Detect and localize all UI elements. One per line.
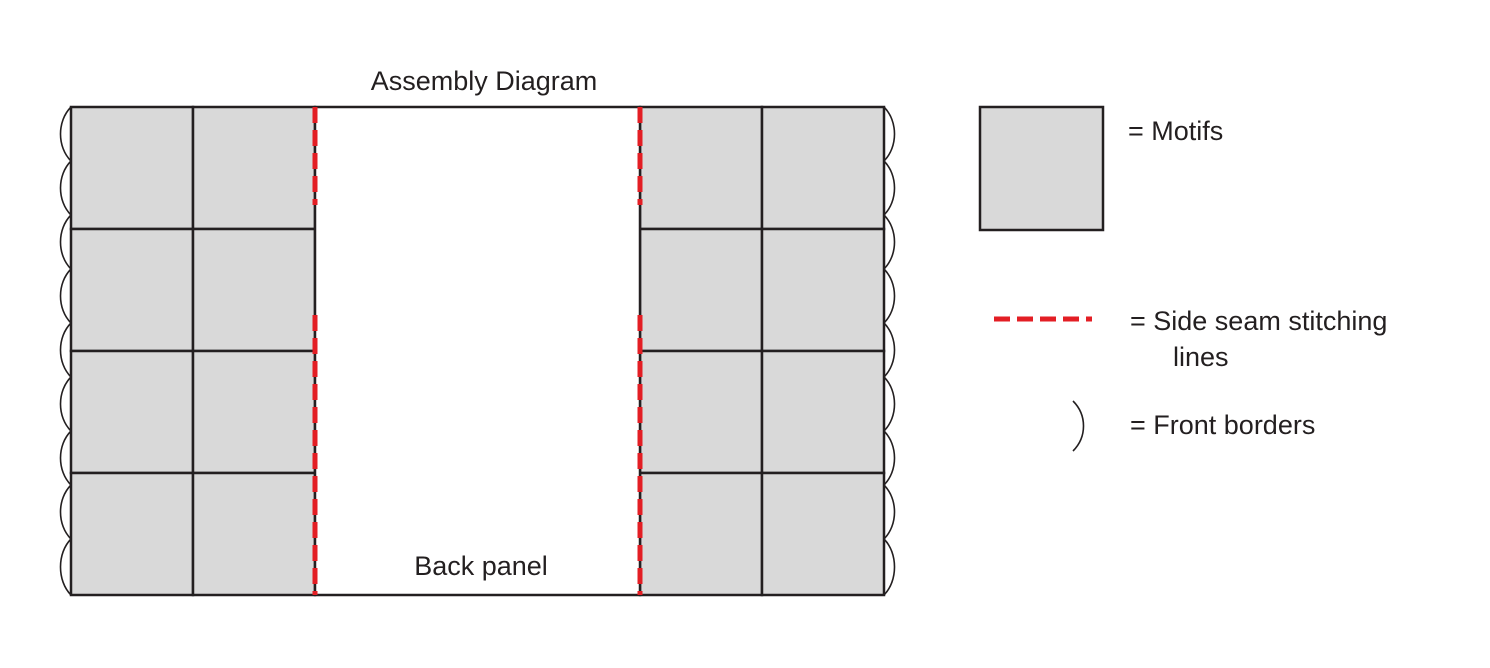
motif	[638, 349, 764, 475]
motif	[69, 105, 195, 231]
legend-seam-label-line1: = Side seam stitching	[1130, 306, 1387, 336]
right-front-motifs	[638, 105, 886, 597]
motif	[760, 227, 886, 353]
motif	[638, 227, 764, 353]
motif	[760, 471, 886, 597]
left-front-motifs	[69, 105, 317, 597]
legend-motifs-label: = Motifs	[1128, 116, 1223, 146]
legend-motif-swatch	[978, 105, 1105, 232]
diagram-title: Assembly Diagram	[371, 66, 598, 96]
motif	[760, 105, 886, 231]
back-panel-label: Back panel	[414, 551, 548, 581]
motif	[69, 471, 195, 597]
motif	[760, 349, 886, 475]
motif	[69, 227, 195, 353]
motif	[191, 105, 317, 231]
motif	[191, 471, 317, 597]
motif	[69, 349, 195, 475]
motif	[191, 227, 317, 353]
legend-border-swatch	[1072, 400, 1085, 452]
motif	[638, 471, 764, 597]
motif	[638, 105, 764, 231]
legend-seam-label-line2: lines	[1173, 342, 1229, 372]
legend-borders-label: = Front borders	[1130, 410, 1315, 440]
right-front-border	[882, 106, 896, 596]
legend: = Motifs = Side seam stitching lines = F…	[978, 105, 1387, 452]
back-panel	[313, 105, 642, 597]
motif	[191, 349, 317, 475]
left-front-border	[59, 106, 73, 596]
